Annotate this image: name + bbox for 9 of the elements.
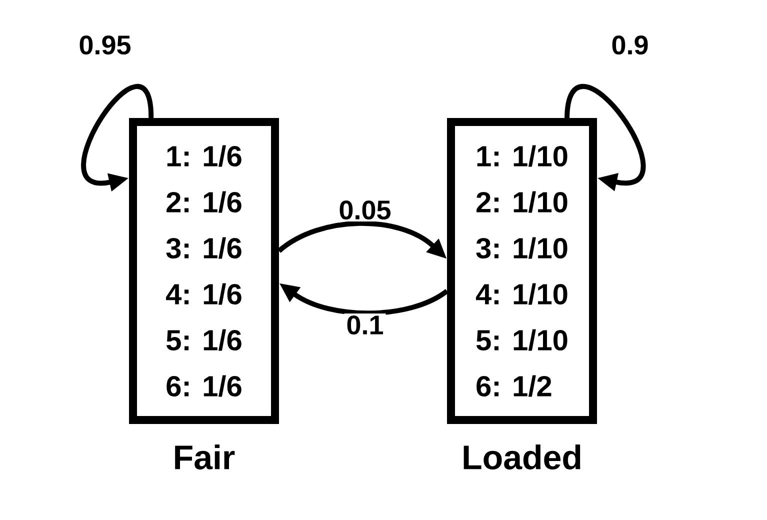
arrow: [564, 84, 646, 192]
edge-label: 0.1: [344, 313, 386, 337]
state-name: Loaded: [464, 444, 580, 470]
edge-label: 0.95: [76, 33, 134, 57]
edge-label: 0.9: [609, 33, 651, 57]
state-box: 1: 1/6 2: 1/6 3: 1/6 4: 1/6 5: 1/6 6: 1/6: [129, 118, 279, 424]
state-box: 1: 1/10 2: 1/10 3: 1/10 4: 1/10 5: 1/10 6: 1/2: [447, 118, 597, 424]
edge-label: 0.05: [336, 198, 394, 222]
state-name: Fair: [175, 444, 235, 470]
